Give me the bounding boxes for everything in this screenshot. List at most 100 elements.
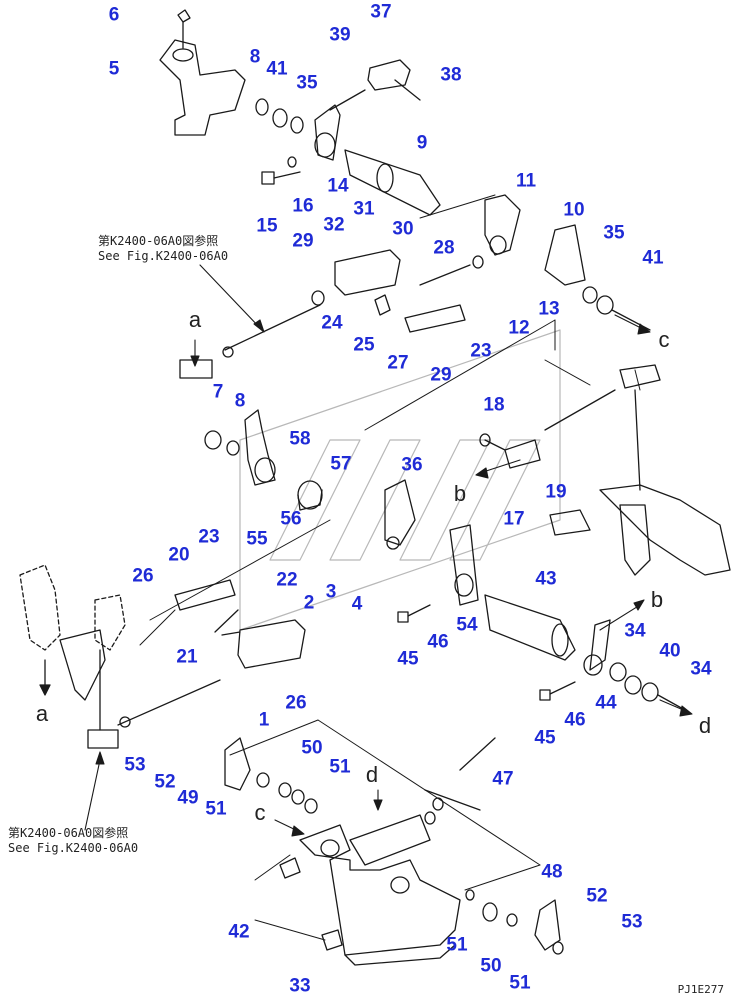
rod-lower-left [87,649,221,749]
leader-lines [139,194,641,941]
callout-14: 14 [327,175,349,197]
callout-25: 25 [353,334,375,356]
callout-56: 56 [280,508,302,530]
pedal-assembly-left [19,564,126,701]
lever-part-58 [244,409,276,486]
callout-54: 54 [456,614,478,636]
callout-34-right: 34 [690,658,712,680]
washers-upper [255,98,304,134]
callout-43: 43 [535,568,557,590]
callout-15: 15 [256,215,278,237]
callout-11: 11 [515,170,537,192]
callout-47: 47 [492,768,514,790]
reference-note-lower-line2: See Fig.K2400-06A0 [8,841,139,855]
reference-note-upper: 第K2400-06A0図参照 See Fig.K2400-06A0 [98,234,228,264]
callout-30: 30 [392,218,414,240]
lever-part-36 [384,479,416,550]
callout-18: 18 [483,394,505,416]
bolts-part-45 [397,604,576,701]
drawing-number: PJ1E277 [677,983,724,996]
komatsu-watermark [239,329,561,631]
callout-2: 2 [303,592,315,614]
reference-note-lower: 第K2400-06A0図参照 See Fig.K2400-06A0 [8,826,138,856]
block-part-1 [221,619,306,669]
callout-51-lower-b: 51 [509,972,531,994]
connector-letter-d-right: d [698,713,712,738]
callout-20: 20 [168,544,190,566]
pedal-assembly-right [549,484,731,576]
callout-28: 28 [433,237,455,259]
callout-6: 6 [108,4,120,26]
connector-letter-a-top: a [188,307,202,332]
rod-upper-right [544,364,661,491]
callout-31: 31 [353,198,375,220]
callout-5: 5 [108,58,120,80]
washers-part-7-8 [204,430,240,456]
lever-part-49 [224,737,318,814]
callout-45-right: 45 [534,727,556,749]
callout-52-lower: 52 [586,885,608,907]
reference-note-lower-line1: 第K2400-06A0図参照 [8,826,129,840]
bolt-part-15 [261,156,301,185]
callout-45: 45 [397,648,419,670]
pin-part-28 [419,255,484,286]
connector-letter-b-mid: b [453,481,467,506]
callout-21: 21 [176,646,198,668]
callout-44: 44 [595,692,617,714]
callout-9: 9 [416,132,428,154]
lower-right-components [465,889,564,955]
callout-3: 3 [325,581,337,603]
callout-37: 37 [370,1,392,23]
callout-29-lower: 29 [430,364,452,386]
callout-48: 48 [541,861,563,883]
callout-39: 39 [329,24,351,46]
callout-58: 58 [289,428,311,450]
callout-22: 22 [276,569,298,591]
callout-33: 33 [289,975,311,997]
callout-16: 16 [292,195,314,217]
callout-19: 19 [545,481,567,503]
callout-41-right: 41 [642,247,664,269]
block-part-37 [367,59,421,101]
callout-46-right: 46 [564,709,586,731]
callout-51-left: 51 [205,798,227,820]
callout-13: 13 [538,298,560,320]
shaft-part-9 [344,149,441,216]
callout-24: 24 [321,312,343,334]
callout-57: 57 [330,453,352,475]
bracket-part-5 [159,9,246,136]
lever-part-10 [544,224,651,331]
callout-12: 12 [508,317,530,339]
callout-38: 38 [440,64,462,86]
base-part-33 [279,814,461,966]
callout-53: 53 [124,754,146,776]
callout-34: 34 [624,620,646,642]
connector-letter-c-right: c [658,327,670,352]
callout-10: 10 [563,199,585,221]
callout-53-lower: 53 [621,911,643,933]
lever-part-14 [314,89,366,161]
callout-55: 55 [246,528,268,550]
callout-50-lower: 50 [480,955,502,977]
connector-arrows [84,264,693,837]
callout-52: 52 [154,771,176,793]
callout-35: 35 [296,72,318,94]
callout-29: 29 [292,230,314,252]
lever-part-54 [449,524,479,606]
callout-23: 23 [470,340,492,362]
callout-8-mid: 8 [234,390,246,412]
link-part-27 [374,294,466,333]
shaft-part-43 [484,594,576,661]
bushing-part-57 [297,480,323,511]
connector-letter-c-lower: c [254,800,266,825]
callout-51-lower-a: 51 [446,934,468,956]
callout-7: 7 [212,381,224,403]
callout-17: 17 [503,508,525,530]
rod-part-47 [424,737,496,825]
link-part-20 [174,579,239,633]
block-part-17 [479,433,541,469]
callout-49: 49 [177,787,199,809]
connector-letter-d-lower: d [365,762,379,787]
connector-letter-b-right: b [650,587,664,612]
